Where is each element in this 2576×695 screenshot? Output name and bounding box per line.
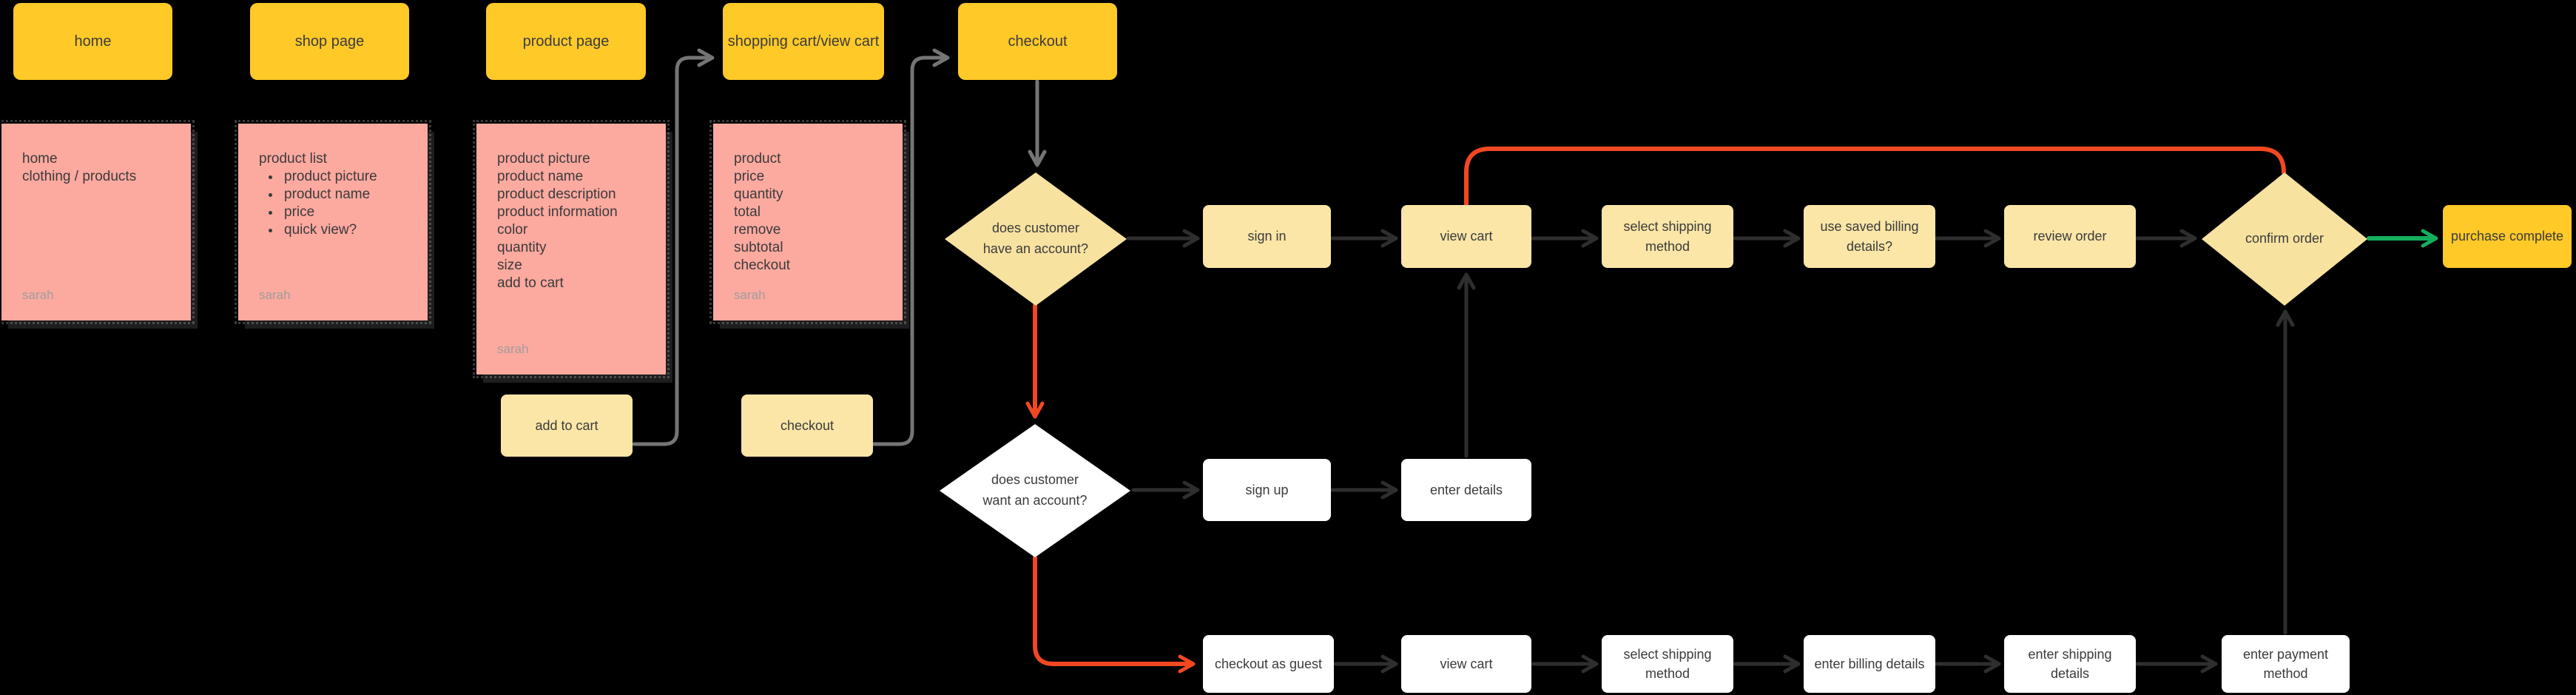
flow-node-enter-billing-details[interactable]: enter billing details [1804,635,1935,693]
connector-add-to-cart-to-cart-page[interactable] [632,48,715,446]
action-node-checkout-label: checkout [780,417,834,433]
flow-node-use-saved-billing-details[interactable]: use saved billing details? [1804,205,1935,268]
sticky-line: add to cart [497,275,564,291]
action-node-checkout[interactable]: checkout [741,394,873,457]
action-node-add-to-cart[interactable]: add to cart [501,394,633,457]
page-node-shop-page-label: shop page [294,33,365,50]
flow-node-enter-shipping-details[interactable]: enter shipping details [2004,635,2136,693]
connector-checkout-action-to-checkout-page[interactable] [871,48,950,446]
flow-node-select-shipping-method-label: select shipping method [1623,219,1712,254]
flow-node-sign-in-label: sign in [1247,229,1287,244]
sticky-author: sarah [22,288,54,302]
sticky-line: checkout [734,258,791,273]
sticky-line: subtotal [734,240,783,255]
end-node-purchase-complete[interactable]: purchase complete [2443,205,2572,268]
decision-label: does customer have an account? [982,221,1089,256]
flow-node-view-cart-label: view cart [1440,229,1493,244]
flow-node-sign-up-label: sign up [1245,482,1289,497]
flow-node-guest-view-cart-label: view cart [1440,656,1493,671]
sticky-line: clothing / products [22,169,137,184]
flow-node-guest-select-shipping-method-label: select shipping method [1623,646,1712,681]
sticky-line: total [734,204,761,220]
sticky-bullet: price [281,204,408,221]
flow-node-sign-in[interactable]: sign in [1203,205,1331,268]
action-node-add-to-cart-label: add to cart [535,417,599,433]
sticky-line: price [734,169,765,184]
flow-node-checkout-as-guest-label: checkout as guest [1214,656,1323,671]
flow-node-enter-details-label: enter details [1429,482,1503,497]
flow-node-guest-select-shipping-method[interactable]: select shipping method [1602,635,1733,693]
page-node-checkout-label: checkout [1008,33,1068,50]
connector-want-account-no-to-guest[interactable] [1033,555,1196,674]
page-node-shopping-cart-label: shopping cart/view cart [727,33,880,50]
sticky-title: product list [259,151,327,167]
flow-node-use-saved-billing-details-label: use saved billing details? [1820,219,1919,254]
connector-confirm-order-loop-to-view-cart[interactable] [1457,147,2286,263]
decision-label: does customer want an account? [982,472,1088,508]
page-node-checkout[interactable]: checkout [958,3,1117,80]
sticky-author: sarah [734,288,766,302]
sticky-line: quantity [497,240,547,255]
sticky-line: product name [497,169,584,184]
sticky-line: product description [497,187,616,202]
sticky-bullet: product picture [281,168,408,186]
sticky-line: product [734,151,781,167]
sticky-line: home [22,151,58,167]
sticky-note-shopping-cart[interactable]: product price quantity total remove subt… [709,120,906,324]
sticky-line: product information [497,204,618,220]
flow-node-guest-view-cart[interactable]: view cart [1401,635,1531,693]
sticky-line: product picture [497,151,590,167]
page-node-home[interactable]: home [13,3,172,80]
flow-node-view-cart[interactable]: view cart [1401,205,1531,268]
sticky-bullet-list: product picture product name price quick… [259,168,408,239]
flow-node-checkout-as-guest[interactable]: checkout as guest [1203,635,1334,693]
sticky-note-product-page[interactable]: product picture product name product des… [473,120,670,378]
sticky-bullet: quick view? [281,221,408,239]
flow-node-enter-shipping-details-label: enter shipping details [2028,646,2112,681]
sticky-line: quantity [734,187,783,202]
sticky-line: size [497,258,522,273]
page-node-shopping-cart[interactable]: shopping cart/view cart [723,3,884,80]
sticky-note-home[interactable]: home clothing / products sarah [0,120,195,324]
sticky-line: remove [734,222,781,238]
page-node-shop-page[interactable]: shop page [250,3,409,80]
end-node-purchase-complete-label: purchase complete [2450,229,2564,244]
flow-node-review-order-label: review order [2033,229,2107,244]
flow-node-review-order[interactable]: review order [2004,205,2136,268]
decision-label: confirm order [2245,231,2324,246]
flow-node-sign-up[interactable]: sign up [1203,459,1331,521]
flow-node-enter-billing-details-label: enter billing details [1814,656,1925,671]
flow-node-enter-payment-method-label: enter payment method [2242,646,2329,681]
sticky-author: sarah [497,342,529,356]
flow-node-enter-payment-method[interactable]: enter payment method [2222,635,2350,693]
sticky-author: sarah [259,288,291,302]
flow-node-enter-details[interactable]: enter details [1401,459,1531,521]
page-node-product-page-label: product page [522,33,610,50]
sticky-bullet: product name [281,186,408,204]
sticky-note-shop-page[interactable]: product list product picture product nam… [235,120,431,324]
page-node-home-label: home [74,33,112,50]
flow-node-select-shipping-method[interactable]: select shipping method [1602,205,1733,268]
page-node-product-page[interactable]: product page [486,3,646,80]
sticky-line: color [497,222,528,238]
